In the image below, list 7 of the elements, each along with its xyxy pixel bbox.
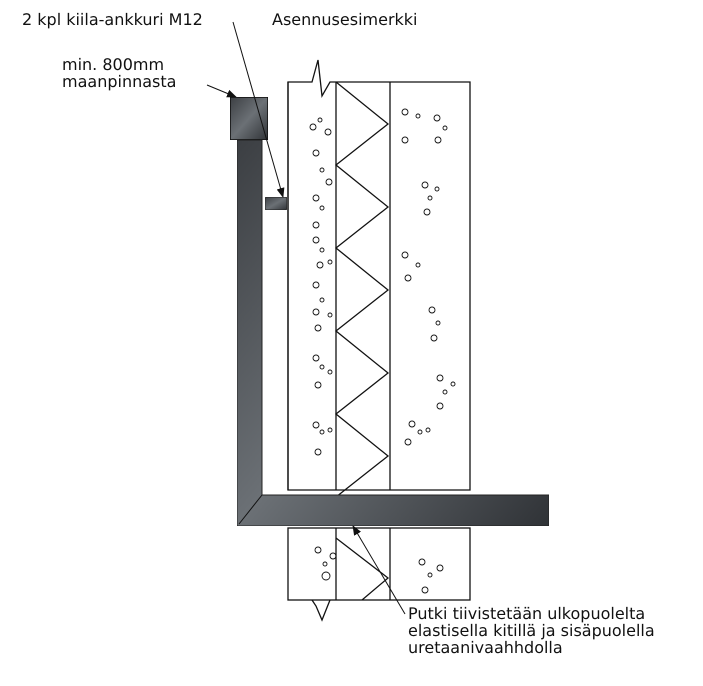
callout-text: 2 kpl kiila-ankkuri M12 — [22, 11, 204, 28]
leader-line — [232, 22, 284, 198]
leader-line — [206, 84, 237, 98]
callout-text: Putki tiivistetään ulkopuolelta elastisella kitillä ja sisäpuolella uretaanivaahhdolla — [408, 605, 656, 656]
leader-line — [352, 525, 406, 614]
drawing-title: Asennusesimerkki — [272, 11, 418, 28]
callout-text: min. 800mm maanpinnasta — [62, 56, 178, 90]
